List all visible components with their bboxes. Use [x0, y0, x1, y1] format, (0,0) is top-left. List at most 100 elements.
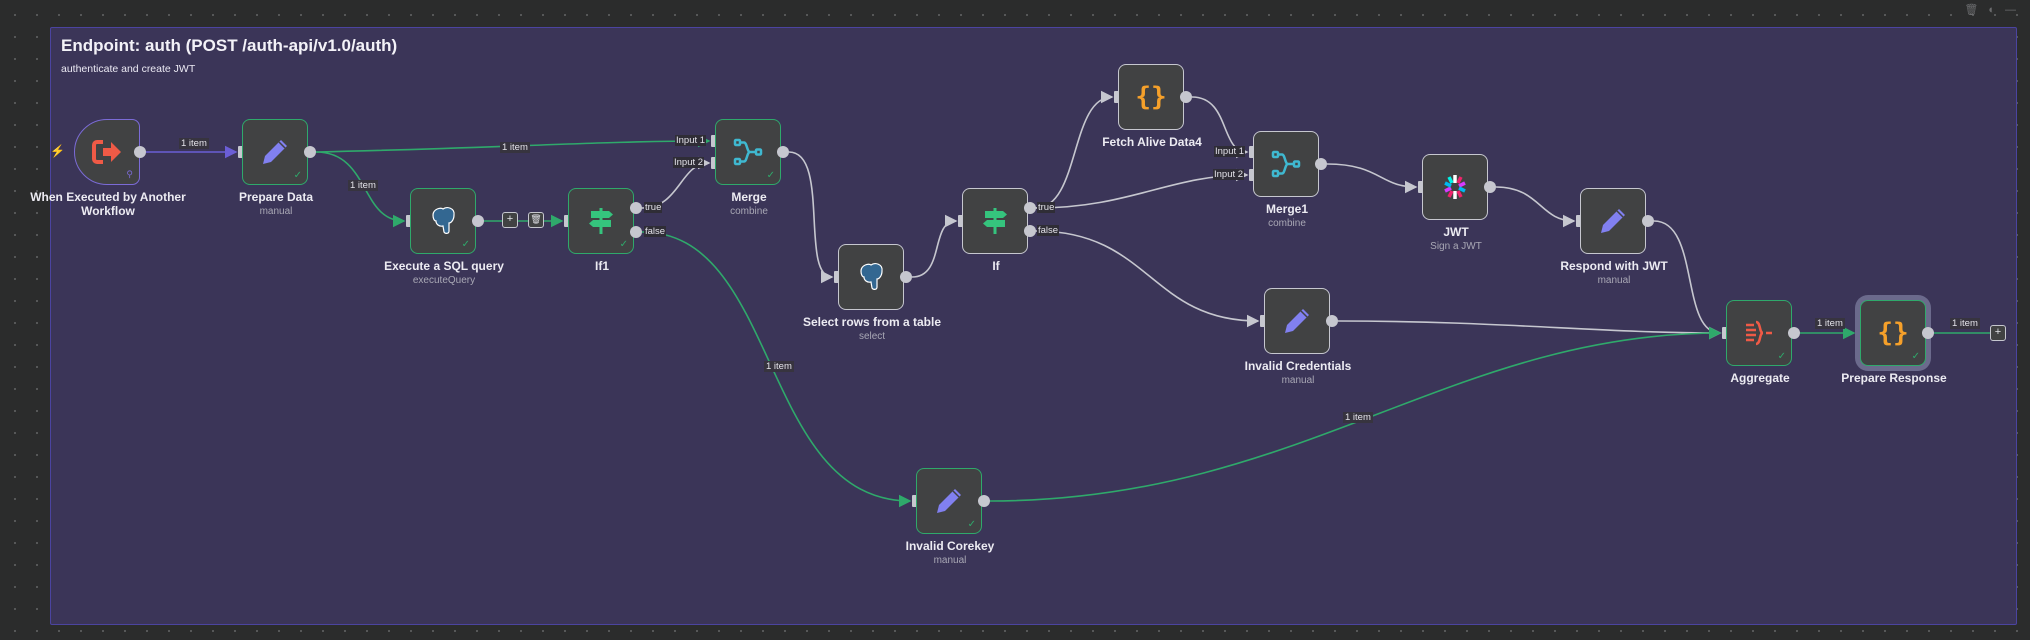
node-title: If [992, 259, 1000, 273]
output-handle[interactable] [777, 146, 789, 158]
node-prepare-data[interactable]: ✓ [242, 119, 308, 185]
handle-label-input2: Input 2 [673, 157, 705, 168]
input-handle-2[interactable] [1249, 169, 1255, 181]
code-braces-icon: {} [1135, 82, 1167, 112]
edge-iffalse-credentials [1035, 230, 1260, 328]
input-handle[interactable] [1722, 327, 1728, 339]
node-subtitle: manual [933, 555, 967, 566]
input-handle[interactable] [1856, 327, 1862, 339]
input-handle-1[interactable] [1249, 146, 1255, 158]
node-invalid-corekey[interactable]: ✓ [916, 468, 982, 534]
node-subtitle: Sign a JWT [1430, 241, 1482, 252]
success-check-icon: ✓ [293, 170, 302, 181]
node-title: Invalid Corekey [905, 539, 995, 553]
input-handle[interactable] [1418, 181, 1424, 193]
output-handle[interactable] [134, 146, 146, 158]
edge-merge1-jwt [1326, 163, 1418, 194]
edge-add-button[interactable]: + [502, 212, 518, 228]
node-jwt[interactable] [1422, 154, 1488, 220]
handle-label-true: true [1037, 202, 1056, 213]
merge-icon [1271, 150, 1301, 178]
input-handle[interactable] [958, 215, 964, 227]
trigger-bolt-icon: ⚡ [50, 144, 65, 158]
node-aggregate[interactable]: ✓ [1726, 300, 1792, 366]
node-execute-sql[interactable]: ✓ [410, 188, 476, 254]
edge-label: 1 item [179, 138, 209, 149]
node-title: Execute a SQL query [384, 259, 504, 273]
node-title: Aggregate [1730, 371, 1790, 385]
node-title: Select rows from a table [802, 315, 942, 329]
node-subtitle: select [858, 331, 886, 342]
node-fetch-alive[interactable]: {} [1118, 64, 1184, 130]
success-check-icon: ✓ [1911, 351, 1920, 362]
color-icon[interactable]: ◐ [1988, 4, 1995, 16]
output-handle[interactable] [1922, 327, 1934, 339]
jwt-icon [1444, 175, 1466, 199]
input-handle[interactable] [834, 271, 840, 283]
node-if[interactable] [962, 188, 1028, 254]
output-handle[interactable] [1180, 91, 1192, 103]
edge-label: 1 item [348, 180, 378, 191]
edge-delete-button[interactable]: 🗑 [528, 212, 544, 228]
node-merge[interactable]: ✓ [715, 119, 781, 185]
handle-label-input1: Input 1 [1214, 146, 1246, 157]
output-handle[interactable] [472, 215, 484, 227]
minimize-icon[interactable]: — [2005, 4, 2016, 16]
pin-icon: ⚲ [126, 169, 133, 179]
pencil-icon [263, 140, 287, 164]
node-title: Merge1 [1265, 202, 1309, 216]
success-check-icon: ✓ [1777, 351, 1786, 362]
input-handle[interactable] [406, 215, 412, 227]
node-prepare-response[interactable]: {} ✓ [1860, 300, 1926, 366]
output-handle[interactable] [900, 271, 912, 283]
output-handle[interactable] [304, 146, 316, 158]
node-title: Fetch Alive Data4 [1102, 135, 1202, 149]
node-title: JWT [1443, 225, 1469, 239]
output-handle-false[interactable] [1024, 225, 1036, 237]
handle-label-false: false [644, 226, 667, 237]
output-handle-true[interactable] [630, 202, 642, 214]
output-handle[interactable] [1326, 315, 1338, 327]
node-title: If1 [594, 259, 609, 273]
handle-label-input2: Input 2 [1213, 169, 1245, 180]
edge-respond-aggregate [1653, 220, 1722, 340]
sticky-note[interactable]: Endpoint: auth (POST /auth-api/v1.0/auth… [50, 27, 2017, 625]
node-trigger[interactable]: ⚲ [74, 119, 140, 185]
success-check-icon: ✓ [461, 239, 470, 250]
input-handle[interactable] [1576, 215, 1582, 227]
node-invalid-credentials[interactable] [1264, 288, 1330, 354]
node-subtitle: combine [730, 206, 768, 217]
node-title: Merge [731, 190, 767, 204]
node-subtitle: manual [259, 206, 293, 217]
node-merge1[interactable] [1253, 131, 1319, 197]
input-handle[interactable] [238, 146, 244, 158]
sign-out-icon [92, 140, 121, 164]
node-respond-jwt[interactable] [1580, 188, 1646, 254]
output-handle[interactable] [1315, 158, 1327, 170]
edge-merge-select [788, 151, 834, 284]
postgres-icon [432, 207, 455, 234]
code-braces-icon: {} [1877, 318, 1909, 348]
output-handle[interactable] [978, 495, 990, 507]
node-if1[interactable]: ✓ [568, 188, 634, 254]
edge-label: 1 item [1950, 318, 1980, 329]
output-handle[interactable] [1642, 215, 1654, 227]
edge-label: 1 item [1815, 318, 1845, 329]
edge-label: 1 item [1343, 412, 1373, 423]
output-handle[interactable] [1484, 181, 1496, 193]
input-handle-2[interactable] [711, 157, 717, 169]
input-handle[interactable] [1114, 91, 1120, 103]
output-handle-false[interactable] [630, 226, 642, 238]
node-subtitle: manual [1597, 275, 1631, 286]
node-select-rows[interactable] [838, 244, 904, 310]
input-handle[interactable] [1260, 315, 1266, 327]
pencil-icon [1601, 209, 1625, 233]
edge-label: 1 item [764, 361, 794, 372]
add-node-button[interactable]: + [1990, 325, 2006, 341]
input-handle[interactable] [564, 215, 570, 227]
input-handle[interactable] [912, 495, 918, 507]
input-handle-1[interactable] [711, 135, 717, 147]
output-handle-true[interactable] [1024, 202, 1036, 214]
trash-icon[interactable]: 🗑 [1964, 4, 1979, 16]
output-handle[interactable] [1788, 327, 1800, 339]
